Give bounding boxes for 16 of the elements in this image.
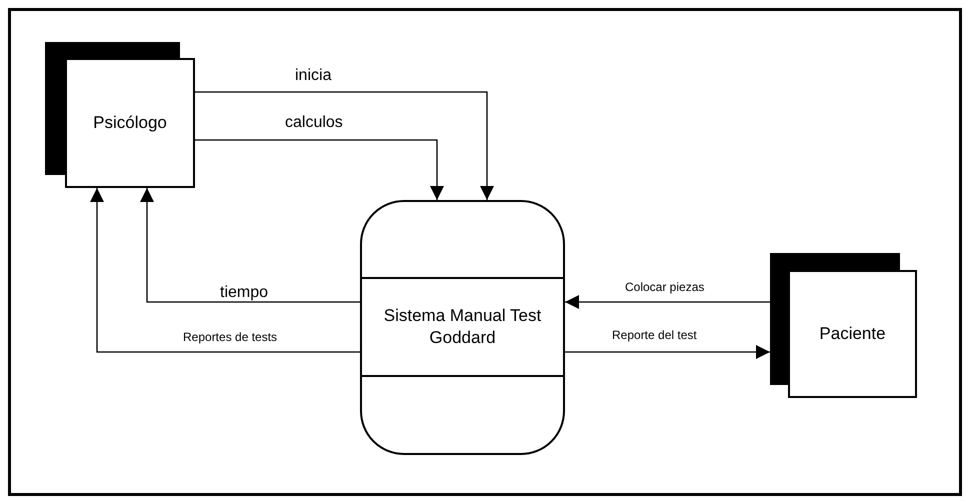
node-label: Psicólogo bbox=[93, 112, 167, 134]
arrow bbox=[195, 91, 494, 200]
edge-label: Reportes de tests bbox=[183, 330, 278, 345]
node-label: Sistema Manual Test Goddard bbox=[382, 305, 542, 349]
edge-label: calculos bbox=[285, 113, 343, 132]
edge-label: Reporte del test bbox=[612, 328, 697, 343]
arrow bbox=[90, 188, 360, 353]
arrow bbox=[565, 295, 770, 309]
node-label: Paciente bbox=[819, 323, 886, 346]
arrow bbox=[565, 345, 770, 359]
edge-label: Colocar piezas bbox=[625, 280, 704, 295]
edge-label: tiempo bbox=[220, 283, 268, 302]
edge-label: inicia bbox=[295, 66, 332, 85]
arrow bbox=[195, 139, 444, 200]
arrow bbox=[140, 188, 360, 303]
process-shape bbox=[360, 200, 565, 455]
